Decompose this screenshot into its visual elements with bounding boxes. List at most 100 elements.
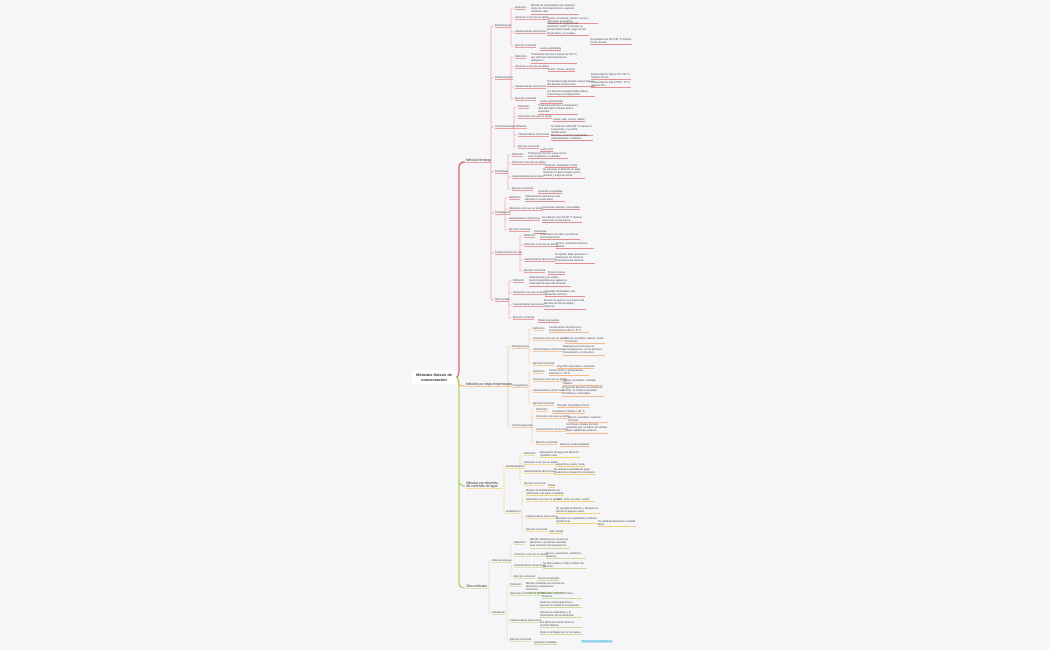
topic-pasteurizacion[interactable]: Pasteurización xyxy=(495,75,514,81)
item-caracteristicas[interactable]: Características del proceso xyxy=(524,470,556,475)
branch-bajas-temperaturas[interactable]: Métodos por bajas temperaturas xyxy=(466,382,512,388)
item-caracteristicas[interactable]: Características del proceso xyxy=(515,30,547,35)
item-caracteristicas[interactable]: Características del proceso xyxy=(513,303,545,308)
item-ejemplo[interactable]: Ejemplo comercial xyxy=(514,575,536,580)
item-ejemplo[interactable]: Ejemplo comercial xyxy=(533,362,555,367)
item-alimentos[interactable]: Alimentos a los que se aplica xyxy=(524,461,558,466)
item-definicion[interactable]: Definición xyxy=(515,55,527,60)
item-caracteristicas[interactable]: Características del proceso xyxy=(515,85,547,90)
topic-microondas[interactable]: Microondas xyxy=(495,297,510,303)
item-label: Características del proceso xyxy=(509,217,541,220)
item-caracteristicas[interactable]: Características del proceso xyxy=(510,619,542,624)
item-definicion[interactable]: Definición xyxy=(513,279,525,284)
topic-congelacion[interactable]: Congelación xyxy=(512,383,528,389)
item-ejemplo[interactable]: Ejemplo comercial xyxy=(533,402,555,407)
item-ejemplo[interactable]: Ejemplo comercial xyxy=(515,97,537,102)
branch-otros-metodos[interactable]: Otros métodos xyxy=(466,584,487,590)
item-ejemplo[interactable]: Ejemplo comercial xyxy=(515,44,537,49)
item-ejemplo[interactable]: Ejemplo comercial xyxy=(512,187,534,192)
item-ejemplo[interactable]: Ejemplo comercial xyxy=(518,145,540,150)
item-caracteristicas[interactable]: Características del proceso xyxy=(533,389,565,394)
item-alimentos[interactable]: Alimentos a los que se aplica xyxy=(536,415,570,420)
item-definicion[interactable]: Definición xyxy=(512,153,524,158)
item-label: Definición xyxy=(524,452,536,455)
item-label: Ejemplo comercial xyxy=(512,187,534,190)
topic-escaldado[interactable]: Escaldado xyxy=(495,169,509,175)
item-definicion[interactable]: Definición xyxy=(533,370,545,375)
item-detail: Eliminación del agua del alimento median… xyxy=(540,451,580,459)
item-label: Características del proceso xyxy=(518,133,550,136)
item-detail: Café, leche en polvo, sopas. xyxy=(557,498,595,503)
item-detail: Carnes, pescados, verduras, helados. xyxy=(563,379,603,387)
item-alimentos[interactable]: Alimentos a los que se aplica xyxy=(512,161,546,166)
item-ejemplo[interactable]: Ejemplo comercial xyxy=(524,482,546,487)
item-caracteristicas[interactable]: Características del proceso xyxy=(524,258,556,263)
item-definicion[interactable]: Definición xyxy=(518,105,530,110)
item-alimentos[interactable]: Alimentos a los que se aplica xyxy=(526,498,560,503)
item-caracteristicas[interactable]: Características del proceso xyxy=(509,217,541,222)
item-label: Ejemplo comercial xyxy=(515,44,537,47)
topic-label: Esterilización xyxy=(495,23,512,27)
item-label: Definición xyxy=(524,234,536,237)
item-detail: Temperatura baja durante tiempo largo o … xyxy=(547,80,595,88)
branch-metodos-termicos[interactable]: Métodos térmicos xyxy=(466,158,492,164)
item-ejemplo[interactable]: Ejemplo comercial xyxy=(526,528,548,533)
item-ejemplo[interactable]: Ejemplo comercial xyxy=(513,316,535,321)
item-detail: Se forman cristales de hielo pequeños qu… xyxy=(566,423,608,434)
branch-label: Otros métodos xyxy=(466,584,487,588)
item-alimentos[interactable]: Alimentos a los que se aplica xyxy=(524,243,558,248)
topic-ultracongelacion[interactable]: Ultracongelación xyxy=(512,423,533,429)
item-alimentos[interactable]: Alimentos a los que se aplica xyxy=(515,65,549,70)
item-detail: Verduras, hortalizas y frutas xyxy=(545,164,578,169)
item-caracteristicas[interactable]: Características del proceso xyxy=(526,515,558,520)
item-alimentos[interactable]: Alimentos a los que se aplica xyxy=(513,291,547,296)
item-alimentos[interactable]: Alimentos a los que se aplica xyxy=(533,378,567,383)
item-alimentos[interactable]: Alimentos a los que se aplica xyxy=(518,115,552,120)
item-detail: Tratamiento térmico a temperatura ultra … xyxy=(538,104,578,115)
topic-pasteurizacion-frio[interactable]: Pasteurización en frío xyxy=(495,250,523,256)
item-caracteristicas[interactable]: Características del proceso xyxy=(533,348,565,353)
item-alimentos[interactable]: Alimentos a los que se aplica xyxy=(533,337,567,342)
topic-tindalizacion[interactable]: Tindalización xyxy=(495,210,512,216)
branch-descenso-agua[interactable]: Métodos por descenso del contenido de ag… xyxy=(466,481,502,490)
item-caracteristicas[interactable]: Características del proceso xyxy=(536,428,568,433)
item-definicion[interactable]: Definición xyxy=(524,234,536,239)
topic-irradiacion[interactable]: Irradiación xyxy=(492,610,506,616)
item-definicion[interactable]: Definición xyxy=(533,327,545,332)
item-ejemplo[interactable]: Ejemplo comercial xyxy=(510,638,532,643)
item-label: Alimentos a los que se aplica xyxy=(533,378,567,381)
root-node[interactable]: Métodos físicos de conservación xyxy=(412,370,456,384)
references-link[interactable]: Referencias bibliográficas xyxy=(581,640,613,643)
item-alimentos[interactable]: Alimentos a los que se aplica xyxy=(509,207,543,212)
item-alimentos[interactable]: Alimentos a los que se aplica xyxy=(515,16,549,21)
topic-uperizacion[interactable]: Uperización/esterilización xyxy=(495,124,527,130)
item-detail: Pescado congelado a bordo xyxy=(557,404,590,409)
item-definicion[interactable]: Definición xyxy=(509,196,521,201)
item-caracteristicas[interactable]: Características del proceso xyxy=(518,133,550,138)
item-detail: Platos preparados xyxy=(538,319,560,324)
item-definicion[interactable]: Definición xyxy=(515,6,527,11)
topic-esterilizacion[interactable]: Esterilización xyxy=(495,23,512,29)
item-ejemplo[interactable]: Ejemplo comercial xyxy=(536,441,558,446)
item-caracteristicas[interactable]: Características del proceso xyxy=(514,564,546,569)
item-definicion[interactable]: Definición xyxy=(524,452,536,457)
item-definicion[interactable]: Definición xyxy=(536,408,548,413)
item-alimentos[interactable]: Alimentos a los que se aplica xyxy=(510,592,544,597)
item-label: Definición xyxy=(518,105,530,108)
topic-altas-presiones[interactable]: Altas presiones xyxy=(492,558,512,564)
item-definicion[interactable]: Definición xyxy=(510,583,522,588)
item-alimentos[interactable]: Alimentos a los que se aplica xyxy=(514,553,548,558)
item-caracteristicas[interactable]: Características del proceso xyxy=(512,175,544,180)
item-detail: Retrasa la maduración y la germinación d… xyxy=(540,611,582,619)
item-definicion[interactable]: Definición xyxy=(514,541,526,546)
item-detail: Temperatura de 115-130 °C durante 15-30 … xyxy=(590,38,632,46)
item-ejemplo[interactable]: Ejemplo comercial xyxy=(524,269,546,274)
item-detail: Los alimentos pasteurizados deben conser… xyxy=(547,90,595,98)
topic-deshidratacion[interactable]: Deshidratación xyxy=(506,464,525,470)
topic-refrigeracion[interactable]: Refrigeración xyxy=(512,344,529,350)
item-ejemplo[interactable]: Ejemplo comercial xyxy=(509,228,531,233)
topic-liofilizacion[interactable]: Liofilización xyxy=(506,509,521,515)
item-label: Características del proceso xyxy=(515,30,547,33)
item-detail: Calentamiento discontinuo del alimento e… xyxy=(525,195,565,203)
